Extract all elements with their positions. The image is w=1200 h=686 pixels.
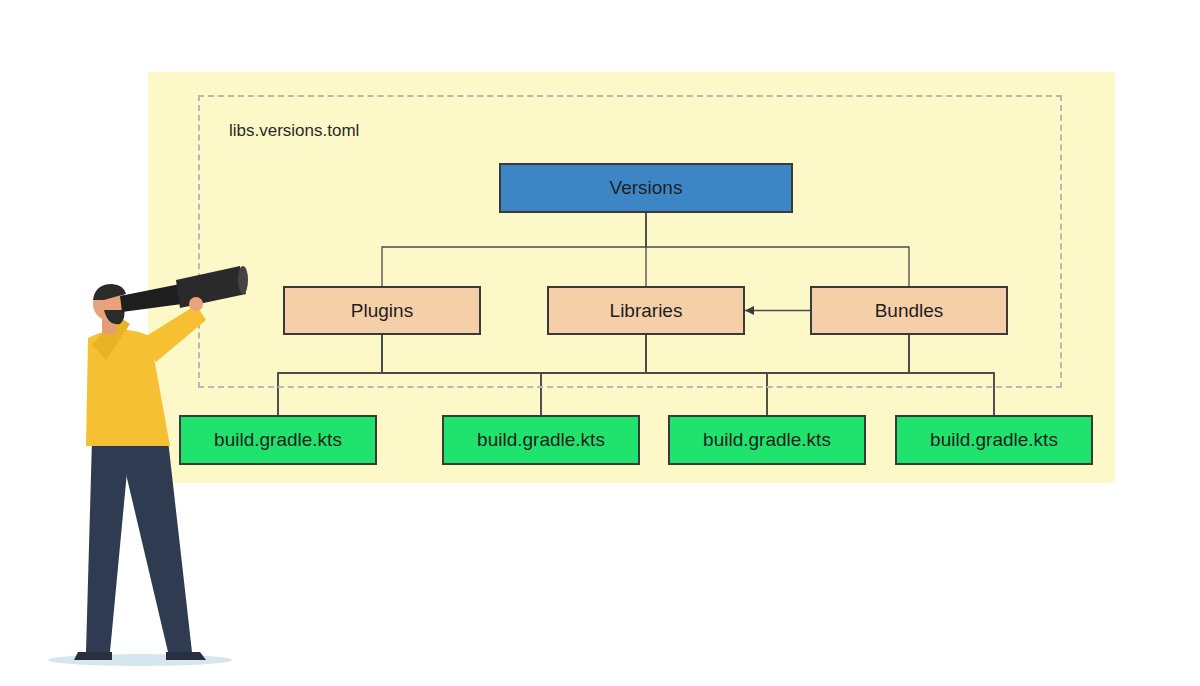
telescope-lens [238, 266, 248, 294]
head [93, 287, 127, 321]
left-shoe [74, 652, 112, 660]
process-box: Plugins [283, 286, 481, 335]
box-label: Libraries [610, 300, 683, 322]
tree-connector [382, 213, 646, 286]
tree-connector [278, 335, 382, 415]
tree-connector [646, 213, 909, 286]
hair [93, 284, 126, 300]
tree-connector [909, 335, 994, 415]
file-container: libs.versions.tomlVersionsPlugins Librari… [198, 95, 1062, 388]
sweater [86, 329, 170, 446]
process-box: build.gradle.kts [442, 415, 640, 465]
reference-arrow [745, 310, 810, 311]
tree-connector [382, 335, 767, 415]
right-shoe [166, 652, 206, 660]
process-box: Libraries [547, 286, 745, 335]
process-box: Bundles [810, 286, 1008, 335]
back-arm [92, 316, 130, 360]
process-box: build.gradle.kts [179, 415, 377, 465]
box-label: Versions [610, 177, 683, 199]
box-label: build.gradle.kts [703, 429, 831, 451]
tree-connector [382, 335, 994, 415]
tree-connector [278, 335, 646, 415]
process-box: Versions [499, 163, 793, 213]
tree-connector [646, 335, 994, 415]
tree-connector [767, 335, 909, 415]
file-name: libs.versions.toml [229, 121, 359, 141]
raised-arm [140, 305, 206, 362]
hand [189, 297, 203, 311]
tree-connector [541, 335, 909, 415]
box-label: build.gradle.kts [477, 429, 605, 451]
box-label: build.gradle.kts [930, 429, 1058, 451]
telescope-tube [120, 284, 182, 312]
box-label: Bundles [875, 300, 944, 322]
right-leg [118, 440, 192, 652]
box-label: build.gradle.kts [214, 429, 342, 451]
tree-connector [278, 335, 909, 415]
box-label: Plugins [351, 300, 413, 322]
tree-connector [646, 335, 767, 415]
beard [104, 310, 125, 324]
left-leg [86, 440, 130, 652]
tree-connector [541, 335, 646, 415]
floor-shadow [48, 654, 232, 666]
neck [102, 318, 116, 334]
tree-connector [382, 335, 541, 415]
process-box: build.gradle.kts [895, 415, 1093, 465]
process-box: build.gradle.kts [668, 415, 866, 465]
tree-connector [645, 213, 646, 286]
telescope-barrel [176, 266, 246, 308]
